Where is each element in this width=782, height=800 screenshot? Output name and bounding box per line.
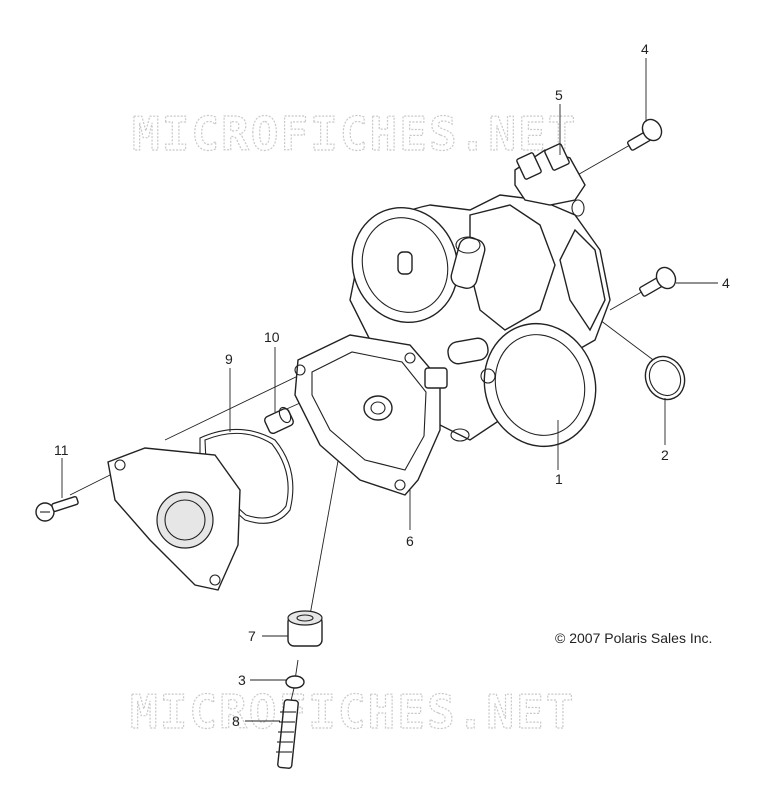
idle-air-housing bbox=[294, 334, 448, 496]
callout-1: 1 bbox=[555, 471, 563, 487]
callout-4-middle: 4 bbox=[722, 275, 730, 291]
throttle-position-sensor bbox=[514, 143, 586, 217]
callout-2: 2 bbox=[661, 447, 669, 463]
callout-8: 8 bbox=[232, 713, 240, 729]
screw-middle bbox=[639, 266, 677, 297]
screw-11 bbox=[35, 495, 79, 522]
callout-3: 3 bbox=[238, 672, 246, 688]
watermark-bottom: MICROFICHES.NET bbox=[130, 685, 575, 739]
cover-plate bbox=[107, 447, 241, 591]
adjust-screw-8 bbox=[276, 699, 299, 769]
screw-top bbox=[627, 118, 663, 151]
watermark-top: MICROFICHES.NET bbox=[132, 107, 577, 161]
callout-10: 10 bbox=[264, 329, 280, 345]
pin-10 bbox=[264, 406, 294, 435]
o-ring-2-inner bbox=[648, 359, 682, 397]
callout-5: 5 bbox=[555, 87, 563, 103]
callout-11: 11 bbox=[54, 442, 69, 458]
spacer-7 bbox=[287, 610, 323, 647]
callout-9: 9 bbox=[225, 351, 233, 367]
callout-7: 7 bbox=[248, 628, 256, 644]
o-ring-2 bbox=[644, 355, 686, 401]
copyright-notice: © 2007 Polaris Sales Inc. bbox=[555, 630, 712, 646]
callout-leaders bbox=[61, 58, 718, 722]
callout-6: 6 bbox=[406, 533, 414, 549]
o-ring-3 bbox=[285, 675, 305, 689]
callout-4-top: 4 bbox=[641, 41, 649, 57]
